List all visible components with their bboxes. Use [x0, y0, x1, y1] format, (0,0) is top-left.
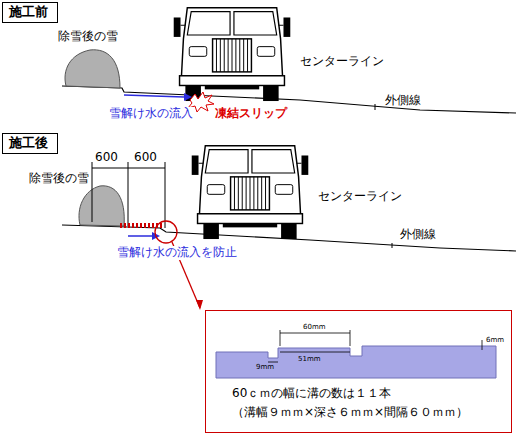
dimension-label: 60mm [303, 323, 326, 331]
dimension-label: 600 [133, 151, 158, 165]
label: 除雪後の雪 [58, 30, 118, 44]
label: 外側線 [385, 94, 421, 108]
dimension-label: 51mm [298, 355, 321, 363]
label: センターライン [300, 55, 384, 69]
node-text: （溝幅９ｍｍ×深さ６ｍｍ×間隔６０ｍｍ） [232, 406, 468, 420]
label: センターライン [318, 190, 402, 204]
label: 外側線 [400, 228, 436, 242]
label: 除雪後の雪 [28, 172, 90, 186]
node-text: 60ｃｍの幅に溝の数は１１本 [232, 387, 391, 401]
dimension-label: 600 [94, 151, 119, 165]
label: 雪解け水の流入 [108, 107, 194, 121]
label: 雪解け水の流入を防止 [116, 246, 238, 260]
node-text: 施工後 [9, 136, 48, 151]
section-heading-box: 施工前 [2, 2, 58, 23]
dimension-label: 9mm [256, 363, 274, 371]
dimension-label: 6mm [486, 336, 504, 344]
label: 凍結スリップ [214, 107, 288, 121]
section-heading-box: 施工後 [2, 133, 58, 154]
node-text: 施工前 [9, 5, 48, 20]
detail-box: 60ｃｍの幅に溝の数は１１本 （溝幅９ｍｍ×深さ６ｍｍ×間隔６０ｍｍ） [205, 310, 512, 433]
